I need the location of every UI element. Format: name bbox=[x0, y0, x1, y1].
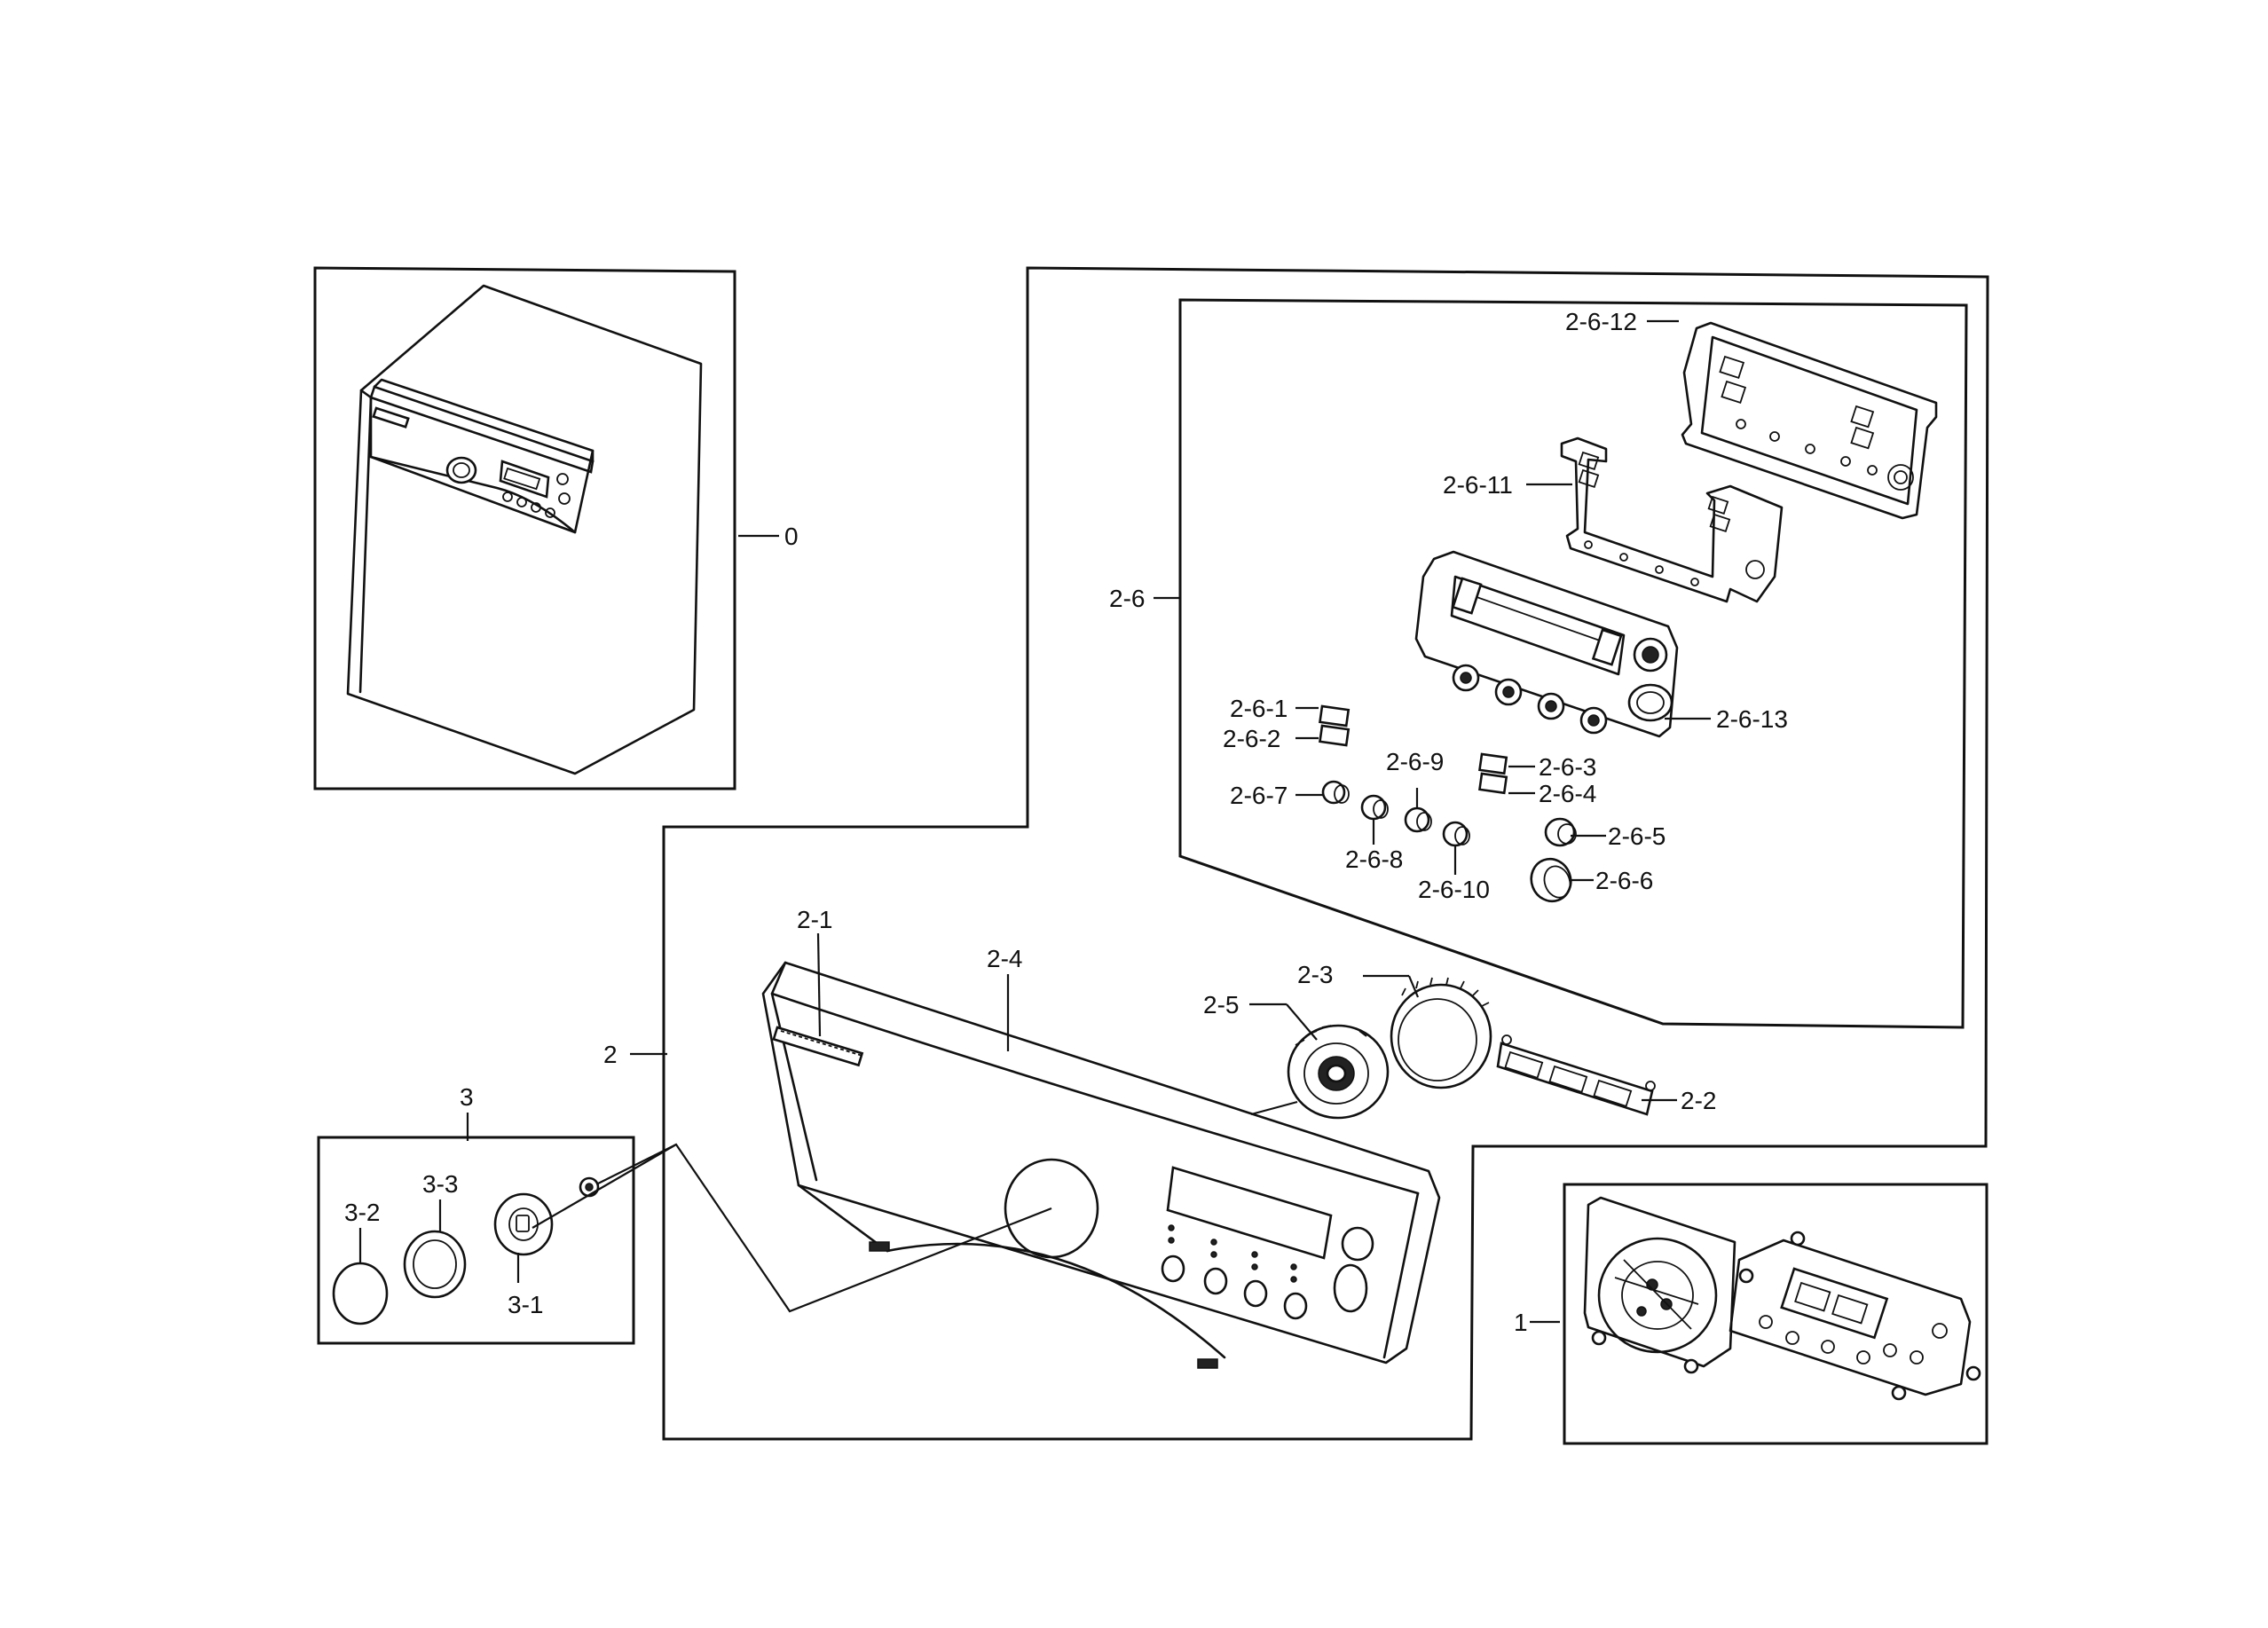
label-2-6-6: 2-6-6 bbox=[1595, 867, 1653, 894]
label-2-6-3: 2-6-3 bbox=[1539, 753, 1596, 781]
frame-assembly-2 bbox=[662, 266, 1989, 1441]
label-2-5: 2-5 bbox=[1203, 991, 1239, 1018]
washer-cabinet-drawing bbox=[346, 284, 703, 775]
label-2-6-12: 2-6-12 bbox=[1565, 308, 1637, 335]
display-window-2-2-drawing bbox=[1496, 1034, 1656, 1116]
label-2-2: 2-2 bbox=[1681, 1087, 1716, 1114]
pcb-frame-2-6-12-drawing bbox=[1681, 321, 1938, 520]
frame-assembly-3 bbox=[317, 1136, 635, 1345]
label-2-3: 2-3 bbox=[1297, 961, 1333, 988]
label-2-6-10: 2-6-10 bbox=[1418, 876, 1490, 903]
label-2-6-9: 2-6-9 bbox=[1386, 748, 1444, 775]
label-2-6-8: 2-6-8 bbox=[1345, 845, 1403, 873]
label-3-1: 3-1 bbox=[508, 1291, 543, 1318]
frame-assembly-1 bbox=[1563, 1183, 1988, 1445]
label-2-4: 2-4 bbox=[987, 945, 1022, 972]
label-2-6-7: 2-6-7 bbox=[1230, 782, 1288, 809]
bracket-2-6-11-drawing bbox=[1560, 436, 1784, 603]
dial-knob-2-5-drawing bbox=[1287, 1024, 1390, 1120]
part-labels: 0 1 2 2-1 2-2 2-3 2-4 2-5 2-6 2-6-1 2-6-… bbox=[344, 308, 1788, 1336]
small-buttons-2-6-drawing bbox=[1319, 704, 1577, 903]
label-2-1: 2-1 bbox=[797, 906, 832, 933]
label-0: 0 bbox=[784, 523, 799, 550]
label-2: 2 bbox=[603, 1041, 618, 1068]
leader-lines bbox=[358, 319, 1711, 1324]
label-3: 3 bbox=[460, 1083, 474, 1111]
button-panel-2-6-13-drawing bbox=[1414, 550, 1679, 738]
dial-ring-2-3-drawing bbox=[1390, 977, 1492, 1089]
label-2-6-2: 2-6-2 bbox=[1223, 725, 1280, 752]
label-2-6-11: 2-6-11 bbox=[1443, 471, 1513, 499]
label-2-6-1: 2-6-1 bbox=[1230, 695, 1288, 722]
label-2-6: 2-6 bbox=[1109, 585, 1145, 612]
label-2-6-5: 2-6-5 bbox=[1608, 822, 1666, 850]
label-2-6-13: 2-6-13 bbox=[1716, 705, 1788, 733]
label-3-3: 3-3 bbox=[422, 1170, 458, 1198]
frame-assembly-0 bbox=[313, 266, 736, 790]
label-2-6-4: 2-6-4 bbox=[1539, 780, 1596, 807]
label-1: 1 bbox=[1514, 1309, 1528, 1336]
pcb-assembly-1-drawing bbox=[1583, 1196, 1981, 1401]
frame-assembly-2-6 bbox=[1178, 298, 1968, 1029]
label-3-2: 3-2 bbox=[344, 1199, 380, 1226]
knob-assembly-3-drawing bbox=[332, 1176, 600, 1325]
control-panel-2-4-drawing bbox=[761, 961, 1441, 1369]
